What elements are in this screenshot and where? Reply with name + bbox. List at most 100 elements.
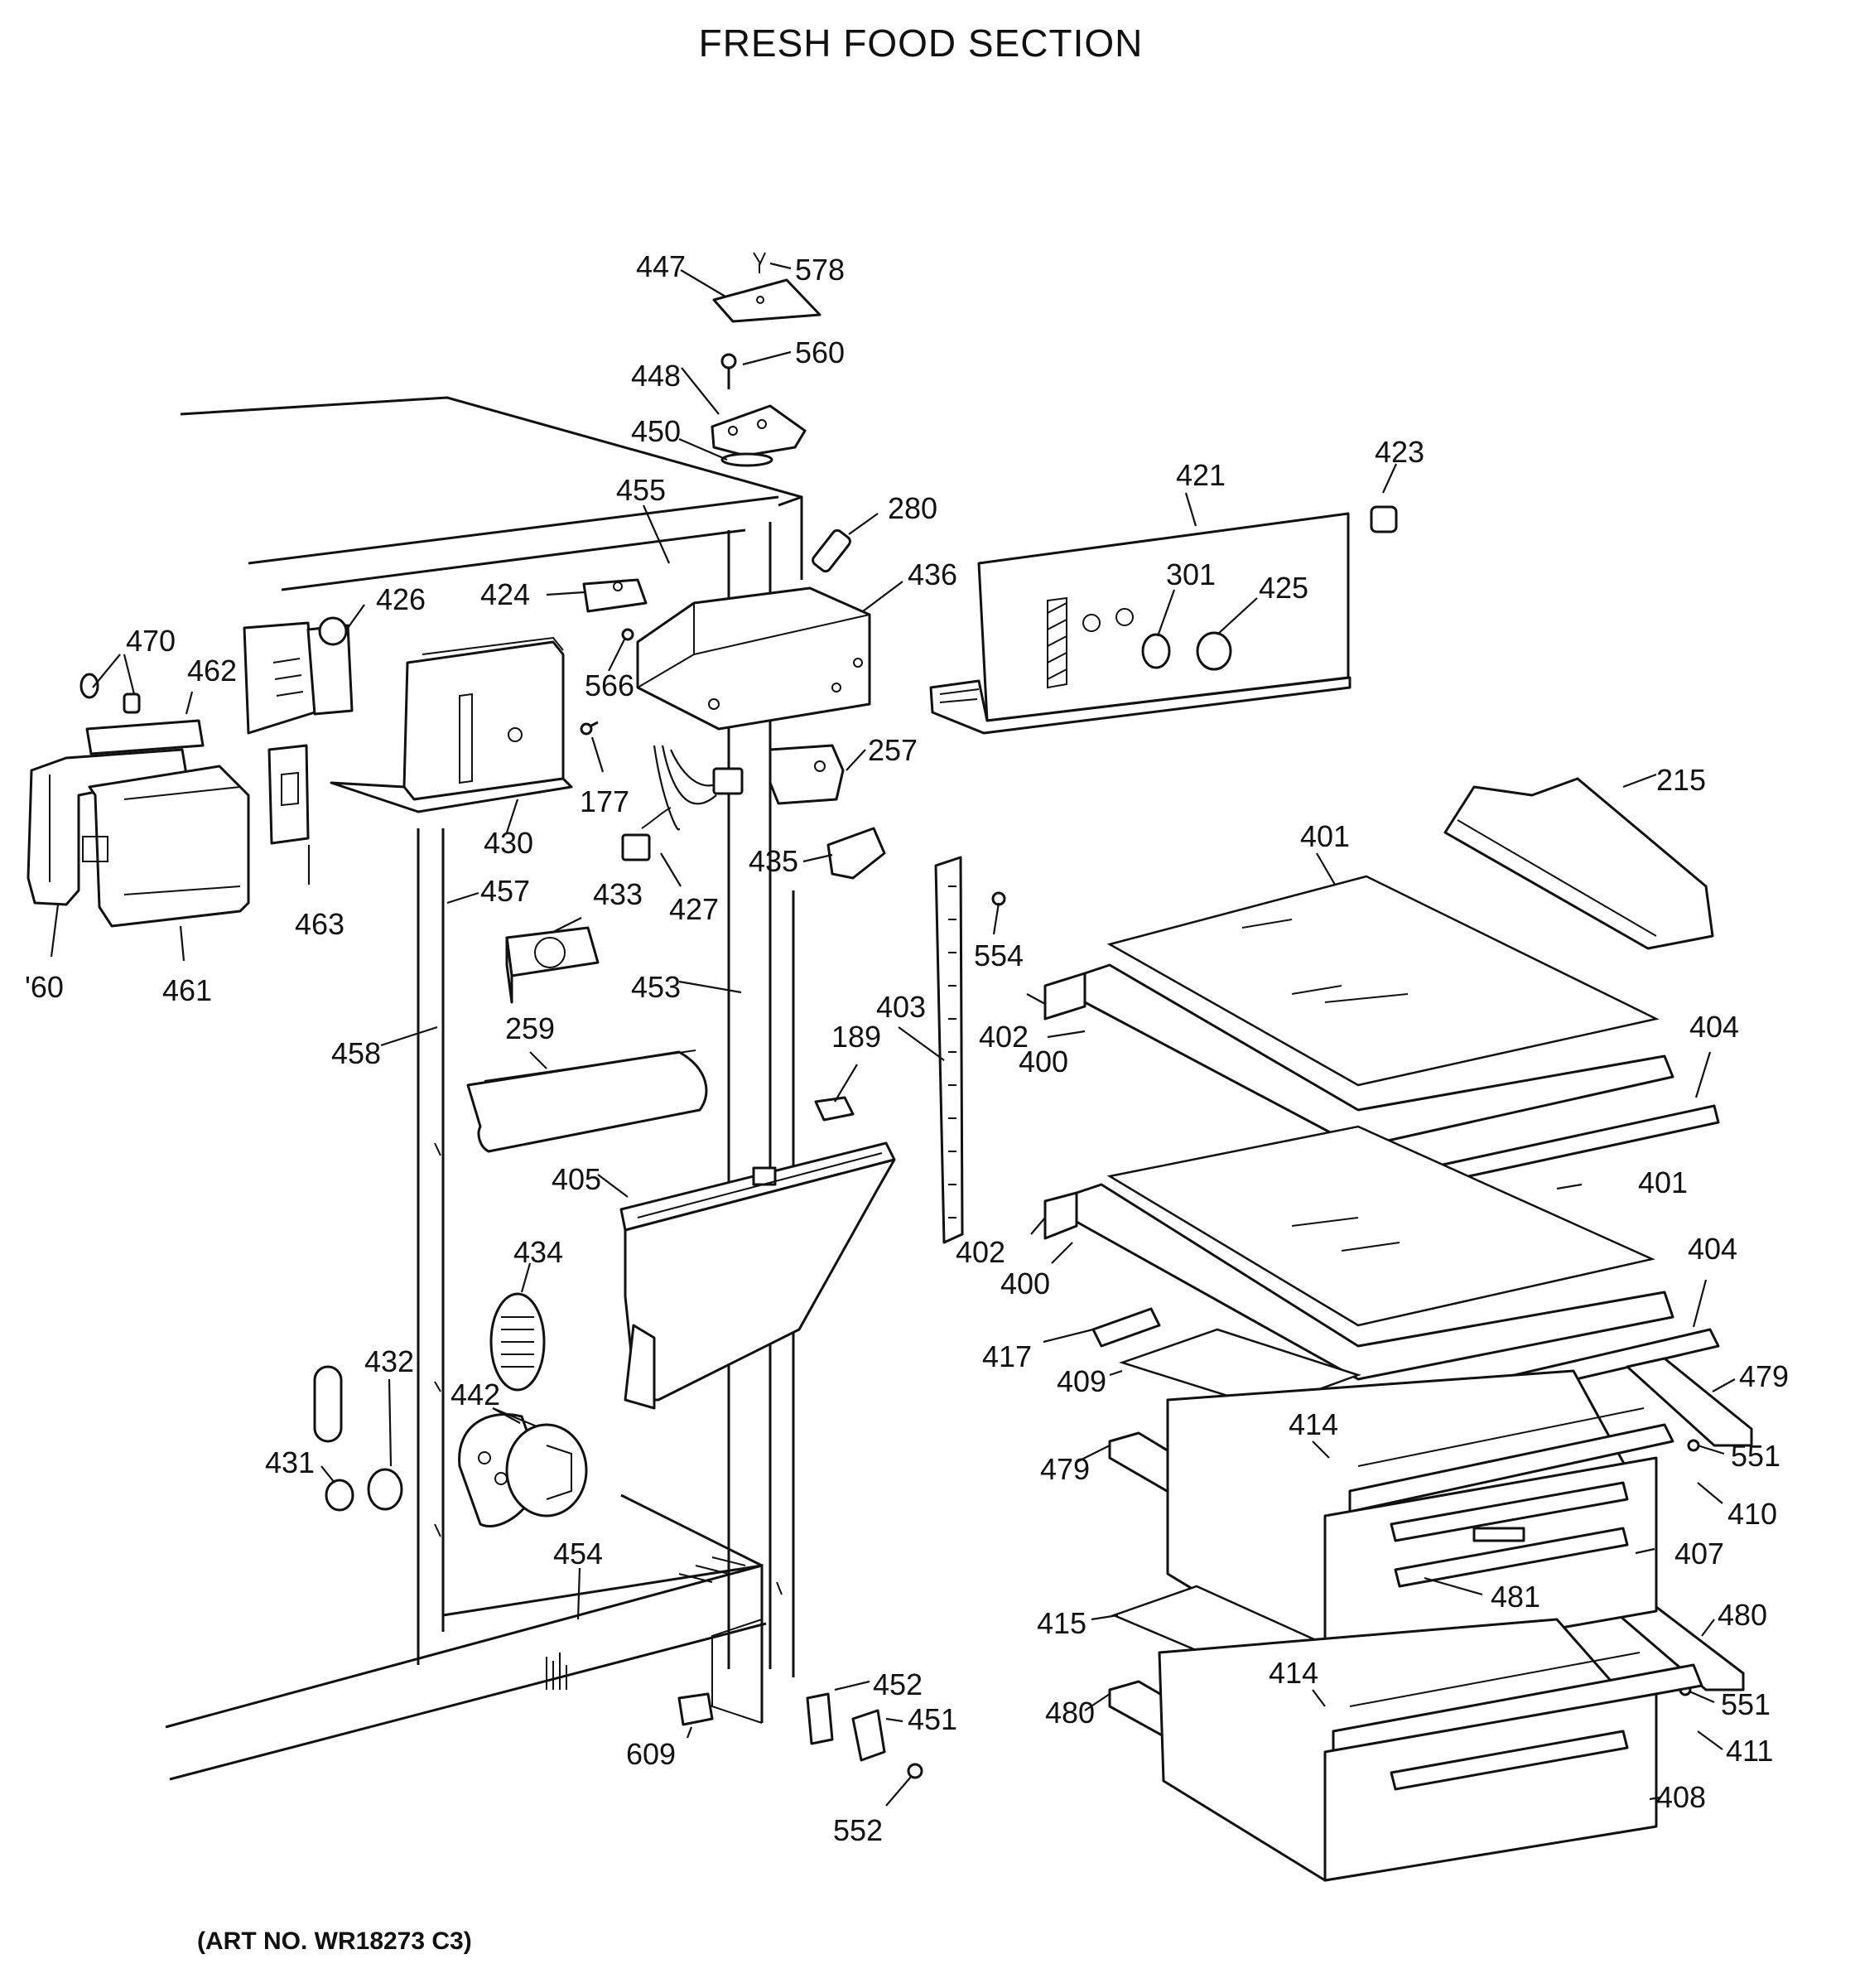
hinge-shim <box>720 452 773 467</box>
control-housing <box>330 636 573 813</box>
switch-609 <box>677 1692 714 1726</box>
callout-301: 301 <box>1166 557 1216 591</box>
fan-assembly <box>505 926 600 1004</box>
callout-408: 408 <box>1656 1780 1706 1814</box>
light-lens-431 <box>313 1365 354 1512</box>
screw-551-upper <box>1687 1439 1700 1452</box>
shelf-frame-upper <box>1043 963 1674 1149</box>
callout-257: 257 <box>868 733 918 767</box>
top-hinge <box>711 404 807 457</box>
fan-motor-housing-442 <box>458 1413 588 1527</box>
wire-harness <box>621 745 744 861</box>
callout-454: 454 <box>553 1537 603 1571</box>
callout-566: 566 <box>585 668 634 702</box>
screws-470 <box>80 673 141 714</box>
callout-401-upper: 401 <box>1300 819 1350 853</box>
screw-554 <box>991 891 1006 906</box>
callout-431: 431 <box>265 1445 315 1479</box>
callout-455: 455 <box>616 473 666 507</box>
callout-421: 421 <box>1176 458 1226 492</box>
plate-452 <box>806 1692 834 1745</box>
callout-411: 411 <box>1726 1734 1773 1768</box>
screw-177 <box>580 721 599 736</box>
hinge-cover <box>712 278 822 323</box>
callout-402-upper: 402 <box>979 1020 1029 1054</box>
callout-427: 427 <box>669 892 719 926</box>
crisper-drawer-upper <box>1166 1369 1674 1671</box>
screw-566 <box>621 628 634 641</box>
callout-424: 424 <box>480 577 530 611</box>
damper-control-434 <box>489 1292 546 1392</box>
leader-lines <box>50 262 1736 1807</box>
callout-407: 407 <box>1674 1537 1724 1571</box>
callout-450: 450 <box>631 414 681 448</box>
dairy-bin <box>1443 777 1714 950</box>
callout-404-lower: 404 <box>1688 1232 1737 1266</box>
callout-409: 409 <box>1057 1364 1106 1398</box>
glass-shelf-upper <box>1106 875 1660 1087</box>
dispenser-housing-461 <box>82 765 250 928</box>
screw-578 <box>753 252 766 273</box>
callout-554: 554 <box>974 939 1024 972</box>
callout-578: 578 <box>795 253 845 287</box>
crisper-drawer-lower <box>1158 1618 1703 1882</box>
callout-458: 458 <box>331 1036 381 1070</box>
callout-452: 452 <box>873 1667 923 1701</box>
dispenser-housing-460 <box>26 748 188 906</box>
callout-448: 448 <box>631 359 681 393</box>
crisper-slide-479-right <box>1626 1357 1753 1447</box>
callout-426: 426 <box>376 582 426 616</box>
callout-551-upper: 551 <box>1731 1439 1780 1473</box>
callout-401-lower: 401 <box>1638 1165 1688 1199</box>
callout-480-right: 480 <box>1718 1598 1767 1632</box>
bracket-462 <box>85 719 205 755</box>
crisper-cover-glass <box>1119 1328 1361 1410</box>
callout-410: 410 <box>1727 1497 1777 1531</box>
callout-460: '60 <box>25 970 64 1004</box>
callout-551-lower: 551 <box>1721 1687 1771 1721</box>
callout-470: 470 <box>126 624 176 658</box>
callout-560: 560 <box>795 335 845 369</box>
callout-435: 435 <box>749 844 798 878</box>
thermistor-280 <box>812 528 851 573</box>
light-lens-435 <box>826 827 886 880</box>
callout-177: 177 <box>580 784 629 818</box>
callout-462: 462 <box>187 654 237 688</box>
light-bulb-423 <box>1370 505 1398 533</box>
callout-479-left: 479 <box>1040 1452 1090 1486</box>
callout-423: 423 <box>1375 435 1424 469</box>
control-panel <box>929 512 1352 735</box>
callout-400-upper: 400 <box>1019 1045 1068 1078</box>
callout-414-lower: 414 <box>1269 1656 1318 1690</box>
callout-404-upper: 404 <box>1689 1010 1739 1044</box>
glass-shelf-lower <box>1106 1125 1655 1327</box>
callout-400-lower: 400 <box>1000 1267 1050 1300</box>
art-number: (ART NO. WR18273 C3) <box>197 1928 472 1955</box>
screw-560 <box>720 353 737 389</box>
callout-259: 259 <box>505 1011 555 1045</box>
screw-552 <box>907 1763 923 1779</box>
callout-451: 451 <box>908 1702 957 1736</box>
callout-425: 425 <box>1259 571 1308 605</box>
callout-280: 280 <box>888 491 937 525</box>
callout-labels: 447 578 560 448 450 455 280 421 423 426 … <box>25 249 1789 1847</box>
clip-463 <box>267 744 310 845</box>
light-socket <box>243 616 354 735</box>
callout-463: 463 <box>295 907 344 941</box>
callout-415: 415 <box>1037 1606 1086 1640</box>
callout-432: 432 <box>364 1344 414 1378</box>
callout-436: 436 <box>908 557 957 591</box>
cap-189 <box>814 1096 855 1122</box>
callout-402-lower: 402 <box>956 1235 1005 1269</box>
light-bulb-432 <box>367 1468 403 1511</box>
callout-457: 457 <box>480 874 530 908</box>
damper-housing <box>636 586 871 731</box>
callout-403: 403 <box>876 990 926 1024</box>
control-knob-left <box>1141 633 1171 669</box>
callout-480-left: 480 <box>1045 1696 1095 1730</box>
callout-481: 481 <box>1491 1580 1540 1614</box>
callout-461: 461 <box>162 973 212 1007</box>
callout-434: 434 <box>513 1235 563 1269</box>
callout-430: 430 <box>484 826 533 860</box>
callout-552: 552 <box>833 1813 883 1847</box>
